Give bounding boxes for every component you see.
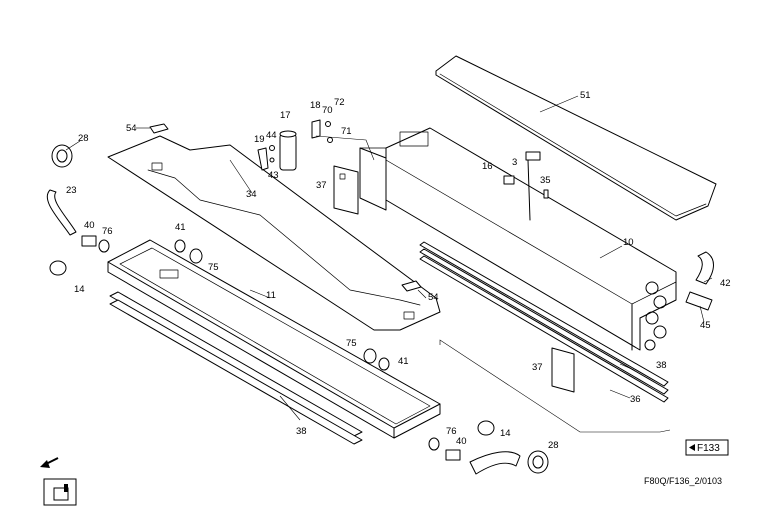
callout-10: 10 bbox=[623, 237, 634, 248]
drain-hose bbox=[685, 251, 714, 311]
main-housing bbox=[359, 127, 677, 351]
reference-tag: F133 bbox=[685, 439, 729, 456]
callout-18: 18 bbox=[310, 100, 321, 111]
hose-fitting bbox=[81, 235, 110, 253]
drain-hose bbox=[47, 144, 77, 236]
callout-38: 38 bbox=[296, 426, 307, 437]
insulation-pad bbox=[149, 123, 169, 134]
drawing-code: F80Q/F136_2/0103 bbox=[644, 476, 722, 486]
callout-54: 54 bbox=[126, 123, 137, 134]
callout-76: 76 bbox=[446, 426, 457, 437]
callout-41: 41 bbox=[175, 222, 186, 233]
drain-hose bbox=[469, 450, 549, 475]
callout-34: 34 bbox=[246, 189, 257, 200]
access-cover-plate bbox=[333, 165, 359, 215]
access-cover-plate bbox=[551, 347, 575, 393]
callout-70: 70 bbox=[322, 105, 333, 116]
callout-36: 36 bbox=[630, 394, 641, 405]
callout-28: 28 bbox=[78, 133, 89, 144]
insulation-pad bbox=[401, 280, 422, 292]
callout-14: 14 bbox=[500, 428, 511, 439]
callout-37: 37 bbox=[316, 180, 327, 191]
callout-38: 38 bbox=[656, 360, 667, 371]
callout-51: 51 bbox=[580, 90, 591, 101]
drain-pan bbox=[107, 239, 441, 439]
insulation-sheet bbox=[107, 135, 441, 331]
bracket-assembly bbox=[503, 151, 549, 221]
hose-clamp bbox=[49, 260, 67, 276]
callout-labels: 51 28 54 17 18 70 72 44 19 71 43 16 3 35… bbox=[66, 90, 731, 451]
callout-71: 71 bbox=[341, 126, 352, 137]
callout-54: 54 bbox=[428, 292, 439, 303]
callout-16: 16 bbox=[482, 161, 493, 172]
callout-41: 41 bbox=[398, 356, 409, 367]
callout-3: 3 bbox=[512, 157, 517, 168]
callout-14: 14 bbox=[74, 284, 85, 295]
callout-76: 76 bbox=[102, 226, 113, 237]
callout-72: 72 bbox=[334, 97, 345, 108]
view-direction-icon bbox=[40, 457, 59, 468]
callout-45: 45 bbox=[700, 320, 711, 331]
o-ring bbox=[174, 239, 203, 264]
support-rail bbox=[419, 241, 669, 403]
leader-lines bbox=[65, 95, 713, 421]
top-cover-panel bbox=[435, 55, 717, 221]
svg-text:F133: F133 bbox=[697, 443, 720, 454]
callout-40: 40 bbox=[84, 220, 95, 231]
callout-23: 23 bbox=[66, 185, 77, 196]
callout-44: 44 bbox=[266, 130, 277, 141]
callout-75: 75 bbox=[346, 338, 357, 349]
callout-28: 28 bbox=[548, 440, 559, 451]
callout-40: 40 bbox=[456, 436, 467, 447]
support-rail-lower bbox=[109, 291, 363, 445]
callout-42: 42 bbox=[720, 278, 731, 289]
callout-37: 37 bbox=[532, 362, 543, 373]
callout-35: 35 bbox=[540, 175, 551, 186]
callout-19: 19 bbox=[254, 134, 265, 145]
reference-arrow-icon bbox=[689, 444, 695, 451]
callout-43: 43 bbox=[268, 170, 279, 181]
callout-75: 75 bbox=[208, 262, 219, 273]
hose-fitting bbox=[428, 420, 495, 461]
callout-11: 11 bbox=[266, 290, 276, 301]
callout-17: 17 bbox=[280, 110, 291, 121]
valve-assembly bbox=[257, 119, 333, 171]
o-ring bbox=[363, 348, 390, 371]
seat-symbol-icon bbox=[43, 478, 77, 506]
